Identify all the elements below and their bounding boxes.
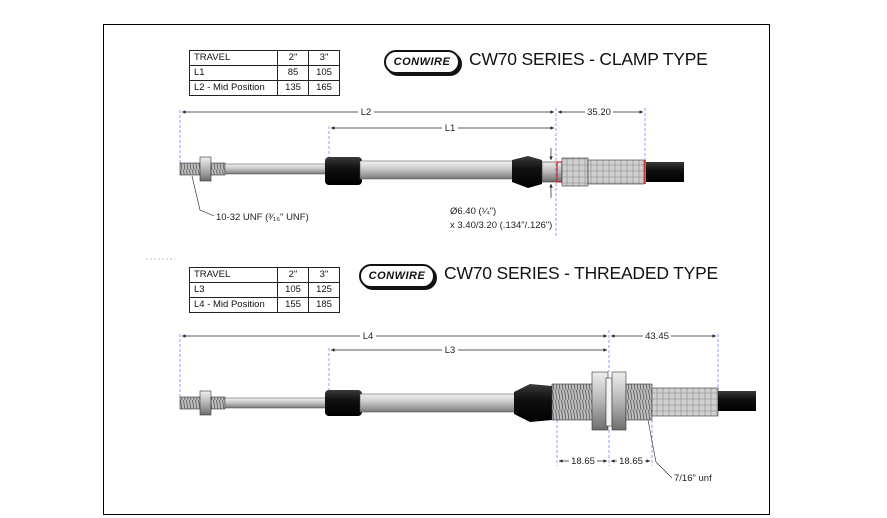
conwire-logo: CONWIRE <box>359 264 435 288</box>
table-cell: 165 <box>308 80 340 96</box>
diameter-label: Ø6.40 (¼") <box>450 206 496 217</box>
nut-thread-label: 7/16" unf <box>674 473 712 484</box>
slide-rod <box>224 397 330 409</box>
clamp-groove <box>541 161 563 183</box>
l4-label: L4 <box>363 331 374 342</box>
l2-label: L2 <box>361 107 372 118</box>
table-row: L3 105 125 <box>189 282 340 298</box>
label-bg <box>643 330 671 341</box>
threaded-title: CW70 SERIES - THREADED TYPE <box>444 263 719 283</box>
end-dimension-label: 43.45 <box>645 331 669 342</box>
end-dimension-label: 35.20 <box>587 107 611 118</box>
label-bg <box>442 344 458 355</box>
cable-jacket <box>718 391 756 411</box>
rod-thread <box>210 396 226 410</box>
rod-thread <box>210 162 226 176</box>
tapered-boot <box>512 156 542 188</box>
hex-nut <box>199 390 212 416</box>
left-nut-dimension-label: 18.65 <box>571 456 595 467</box>
thread-leader <box>191 175 215 217</box>
threaded-type-assembly: L4 L3 43.45 18.65 18.65 7/16" unf <box>179 330 756 484</box>
clamp-title: CW70 SERIES - CLAMP TYPE <box>469 49 708 69</box>
ferrule-body <box>651 387 719 417</box>
jam-nut <box>591 371 609 431</box>
clamp-travel-table: TRAVEL 2" 3" L1 85 105 L2 - Mid Position… <box>189 50 340 96</box>
guide-tube <box>359 393 521 413</box>
hex-nut <box>199 156 212 182</box>
rubber-boot <box>325 157 362 185</box>
slide-rod <box>224 163 330 175</box>
guide-tube <box>359 160 517 180</box>
threaded-body <box>625 383 653 421</box>
cable-jacket <box>646 162 684 182</box>
rubber-boot <box>325 390 362 416</box>
thread-label: 10-32 UNF (³⁄₁₆" UNF) <box>216 212 309 223</box>
label-bg <box>585 106 613 117</box>
conwire-logo: CONWIRE <box>384 50 460 74</box>
label-bg <box>617 455 645 466</box>
l3-label: L3 <box>445 345 456 356</box>
table-cell: L4 - Mid Position <box>189 297 278 313</box>
jam-nut <box>611 371 627 431</box>
label-bg <box>569 455 597 466</box>
l1-label: L1 <box>445 123 456 134</box>
ferrule-body <box>587 159 645 185</box>
table-header-row: TRAVEL 2" 3" <box>189 267 340 283</box>
nut-thread-leader <box>647 419 673 479</box>
tapered-boot <box>514 384 552 422</box>
threaded-travel-table: TRAVEL 2" 3" L3 105 125 L4 - Mid Positio… <box>189 267 340 313</box>
label-bg <box>442 122 458 133</box>
right-nut-dimension-label: 18.65 <box>619 456 643 467</box>
clamp-type-assembly: L2 L1 35.20 10-32 UNF (³⁄₁₆" UNF) Ø6.40 … <box>179 106 684 236</box>
washer <box>605 377 613 427</box>
table-row: L4 - Mid Position 155 185 <box>189 297 340 313</box>
table-cell: 185 <box>308 297 340 313</box>
wall-label: x 3.40/3.20 (.134"/.126") <box>450 220 552 231</box>
ferrule <box>561 157 589 187</box>
label-bg <box>360 330 376 341</box>
label-bg <box>358 106 374 117</box>
threaded-body <box>551 383 595 421</box>
table-row: L2 - Mid Position 135 165 <box>189 80 340 96</box>
table-cell: 155 <box>277 297 309 313</box>
